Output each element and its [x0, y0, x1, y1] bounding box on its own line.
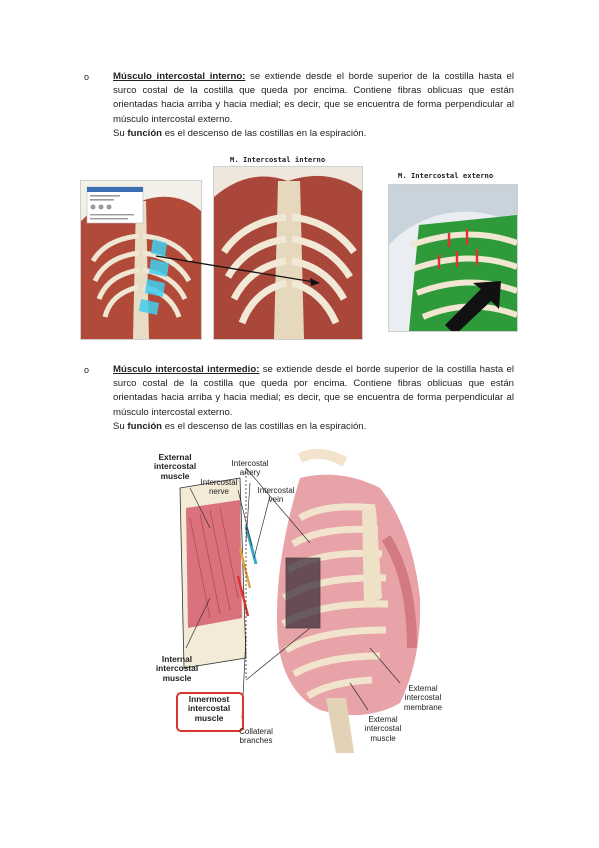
label-line: Intercostal — [257, 486, 295, 495]
innermost-highlight-box — [176, 692, 244, 732]
label-line: branches — [239, 736, 273, 746]
label-intercostal-artery: Intercostal artery — [226, 459, 274, 478]
function-word: función — [127, 420, 163, 432]
label-line: intercostal — [153, 461, 197, 472]
thorax-image-center — [213, 166, 363, 340]
label-innermost-intercostal-muscle: Innermost intercostal muscle — [178, 694, 240, 723]
internal-intercostal-text: se extiende desde el borde superior de l… — [113, 71, 514, 125]
intermediate-intercostal-function: Su función es el descenso de las costill… — [113, 420, 514, 434]
intermediate-intercostal-paragraph: Músculo intercostal intermedio: se extie… — [113, 363, 514, 420]
section-intermediate-intercostal: o Músculo intercostal intermedio: se ext… — [84, 363, 514, 434]
internal-intercostal-heading: Músculo intercostal interno: — [113, 71, 246, 82]
label-line: Collateral — [239, 727, 273, 736]
label-line: muscle — [194, 712, 224, 723]
thorax-center-illustration — [214, 167, 362, 339]
label-external-intercostal-membrane: External intercostal membrane — [396, 684, 450, 712]
function-rest: es el descenso de las costillas en la es… — [162, 420, 367, 432]
function-prefix: Su — [113, 420, 128, 432]
thorax-image-left — [80, 180, 202, 340]
label-line: Intercostal — [200, 478, 238, 487]
intercostal-anatomy-diagram — [179, 448, 421, 753]
label-line: intercostal — [364, 724, 402, 734]
bullet-marker: o — [84, 365, 90, 375]
label-external-intercostal-muscle: External intercostal muscle — [150, 452, 200, 481]
pointer-line — [155, 255, 320, 286]
intermediate-intercostal-text: se extiende desde el borde superior de l… — [113, 364, 514, 418]
leader-lines — [185, 482, 401, 719]
label-line: Intercostal — [231, 459, 269, 468]
label-line: intercostal — [404, 693, 442, 703]
label-line: Innermost — [188, 694, 230, 704]
label-intercostal-nerve: Intercostal nerve — [196, 478, 242, 497]
function-rest: es el descenso de las costillas en la es… — [162, 127, 367, 139]
label-line: External — [408, 684, 438, 693]
label-internal-intercostal-muscle: Internal intercostal muscle — [152, 654, 202, 683]
external-intercostal-illustration — [389, 185, 517, 331]
label-external-intercostal-muscle-bottom: External intercostal muscle — [356, 715, 410, 743]
label-line: muscle — [370, 733, 396, 743]
internal-intercostal-paragraph: Músculo intercostal interno: se extiende… — [113, 70, 514, 127]
label-intercostal-vein: Intercostal vein — [252, 486, 300, 505]
label-line: External — [158, 452, 192, 462]
label-line: nerve — [208, 487, 229, 497]
caption-internal: M. Intercostal interno — [230, 155, 326, 164]
label-line: artery — [239, 468, 261, 478]
ribcage-illustration — [276, 448, 421, 753]
label-line: vein — [268, 495, 284, 505]
section-internal-intercostal: o Músculo intercostal interno: se extien… — [84, 70, 514, 141]
function-word: función — [127, 127, 163, 139]
caption-external: M. Intercostal externo — [398, 171, 494, 180]
bullet-marker: o — [84, 72, 90, 82]
thorax-image-right — [388, 184, 518, 332]
label-line: muscle — [160, 470, 190, 481]
thorax-left-illustration — [81, 181, 201, 339]
label-line: intercostal — [187, 703, 231, 714]
label-line: Internal — [161, 654, 193, 664]
label-line: intercostal — [155, 663, 199, 674]
internal-intercostal-function: Su función es el descenso de las costill… — [113, 127, 514, 141]
label-line: External — [368, 715, 398, 724]
function-prefix: Su — [113, 127, 128, 139]
label-line: membrane — [403, 702, 443, 712]
label-collateral-branches: Collateral branches — [232, 727, 280, 746]
label-line: muscle — [162, 672, 192, 683]
intermediate-intercostal-heading: Músculo intercostal intermedio: — [113, 364, 260, 375]
